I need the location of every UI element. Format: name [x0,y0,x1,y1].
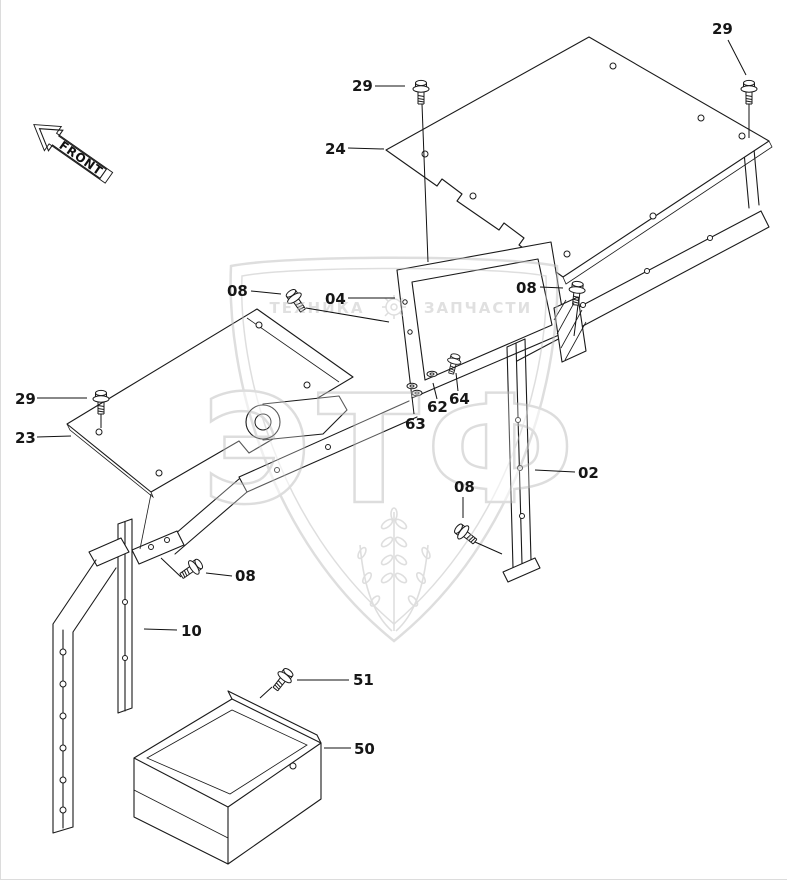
leader-lines [36,39,750,749]
callout-63: 63 [405,415,426,433]
washer-icon [411,389,423,397]
callout-50: 50 [354,740,375,758]
wheat-icon [357,507,431,632]
callout-62: 62 [427,398,448,416]
front-direction-arrow: FRONT [33,124,114,184]
callout-10: 10 [181,622,202,640]
callout-08-frame-left: 08 [227,282,248,300]
watermark-tagline-left: ТЕХНИКА [269,299,364,317]
callout-02: 02 [578,464,599,482]
washer-icon [426,370,438,378]
callout-29-panel: 29 [15,390,36,408]
callout-08-bracket: 08 [235,567,256,585]
callout-29-top-right: 29 [712,20,733,38]
callout-29-top: 29 [352,77,373,95]
front-label: FRONT [57,138,106,178]
callout-08-frame-right: 08 [516,279,537,297]
callout-64: 64 [449,390,470,408]
callout-51: 51 [353,671,374,689]
part-post-02 [502,338,541,583]
part-box-50 [133,690,322,865]
part-post-10 [52,518,133,834]
bolt-icon [451,520,481,549]
callout-23: 23 [15,429,36,447]
callout-08-post: 08 [454,478,475,496]
bolt-icon [176,555,206,584]
bolt-icon [740,79,758,105]
callout-24: 24 [325,140,346,158]
callouts: 29 29 24 04 08 08 63 62 64 02 08 08 29 2… [15,20,733,758]
bolt-icon [282,286,311,316]
bolt-icon [268,665,297,695]
bolt-icon [412,79,430,105]
washer-icon [406,382,418,390]
callout-04: 04 [325,290,346,308]
part-top-cover-24 [385,36,773,285]
